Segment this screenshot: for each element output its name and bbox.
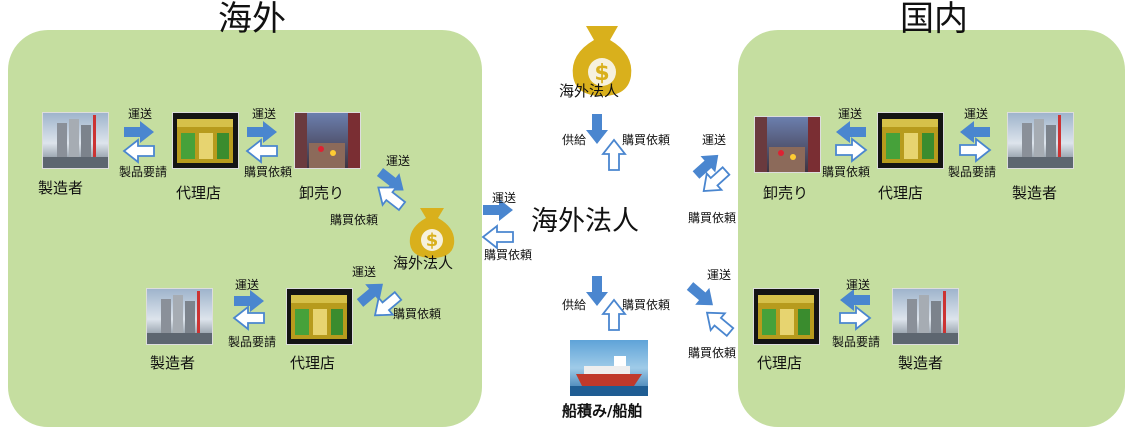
cargo-ship-icon [570,340,648,396]
supply-label-bottom: 供給 [562,298,587,312]
arrow-transport-9 [836,121,866,143]
factory-icon [42,112,109,169]
overseas-manufacturer-label: 製造者 [38,179,84,197]
purchase-request-label-4: 購買依頼 [484,248,533,262]
overseas-agency-label: 代理店 [176,184,222,202]
arrow-transport-11 [840,289,870,311]
overseas-manufacturer-label-2: 製造者 [150,354,196,372]
transport-label-11: 運送 [846,278,871,292]
arrow-transport-2 [247,121,277,143]
top-corp-label: 海外法人 [559,82,620,100]
arrow-request-11 [839,306,871,330]
product-request-label-4: 製品要請 [832,335,881,349]
overseas-corp-label: 海外法人 [393,254,454,272]
arrow-transport-1 [124,121,154,143]
storefront-icon [877,112,944,169]
overseas-panel [8,30,482,427]
overseas-wholesale-label: 卸売り [299,184,345,202]
factory-icon [892,288,959,345]
arrow-request-8 [699,303,738,342]
transport-label-10: 運送 [964,107,989,121]
money-bag-icon: $ [404,204,460,260]
svg-text:$: $ [594,61,609,86]
domestic-title: 国内 [900,0,968,39]
storefront-icon [753,288,820,345]
product-request-label-1: 製品要請 [119,165,168,179]
purchase-request-label-1: 購買依頼 [244,165,293,179]
arrow-supply-bottom [586,276,608,306]
product-request-label-3: 製品要請 [948,165,997,179]
transport-label-2: 運送 [252,107,277,121]
domestic-manufacturer-label: 製造者 [1012,184,1058,202]
arrow-request-2 [246,139,278,163]
transport-label-9: 運送 [838,107,863,121]
transport-label-6: 運送 [492,191,517,205]
purchase-request-label-3: 購買依頼 [393,307,442,321]
purchase-request-label-bottom: 購買依頼 [622,298,671,312]
factory-icon [146,288,213,345]
purchase-request-label-top: 購買依頼 [622,133,671,147]
purchase-request-label-2: 購買依頼 [330,213,379,227]
transport-label-8: 運送 [707,268,732,282]
purchase-request-label-6: 購買依頼 [688,346,737,360]
street-market-icon [294,112,361,169]
transport-label-1: 運送 [128,107,153,121]
money-bag-icon: $ [568,24,636,98]
supply-label-top: 供給 [562,133,587,147]
arrow-request-1 [123,139,155,163]
overseas-title: 海外 [218,0,286,39]
transport-label-7: 運送 [702,133,727,147]
svg-text:$: $ [426,230,439,251]
arrow-transport-8 [682,277,721,314]
storefront-icon [172,112,239,169]
product-request-label-2: 製品要請 [228,335,277,349]
storefront-icon [286,288,353,345]
street-market-icon [754,116,821,173]
factory-icon [1007,112,1074,169]
purchase-request-label-5: 購買依頼 [688,211,737,225]
domestic-panel [738,30,1125,427]
overseas-agency-label-2: 代理店 [290,354,336,372]
purchase-request-label-7: 購買依頼 [822,165,871,179]
domestic-agency-label: 代理店 [878,184,924,202]
arrow-request-9 [835,138,867,162]
domestic-agency-label-2: 代理店 [757,354,803,372]
arrow-supply-top [586,114,608,144]
arrow-request-4 [233,306,265,330]
domestic-manufacturer-label-2: 製造者 [898,354,944,372]
arrow-request-10 [959,138,991,162]
arrow-transport-10 [960,121,990,143]
central-corp-label: 海外法人 [531,206,639,237]
arrow-request-6 [482,225,514,249]
arrow-transport-4 [234,290,264,312]
transport-label-3: 運送 [386,154,411,168]
transport-label-5: 運送 [352,265,377,279]
transport-label-4: 運送 [235,278,260,292]
domestic-wholesale-label: 卸売り [763,184,809,202]
shipping-label: 船積み/船舶 [562,402,643,420]
